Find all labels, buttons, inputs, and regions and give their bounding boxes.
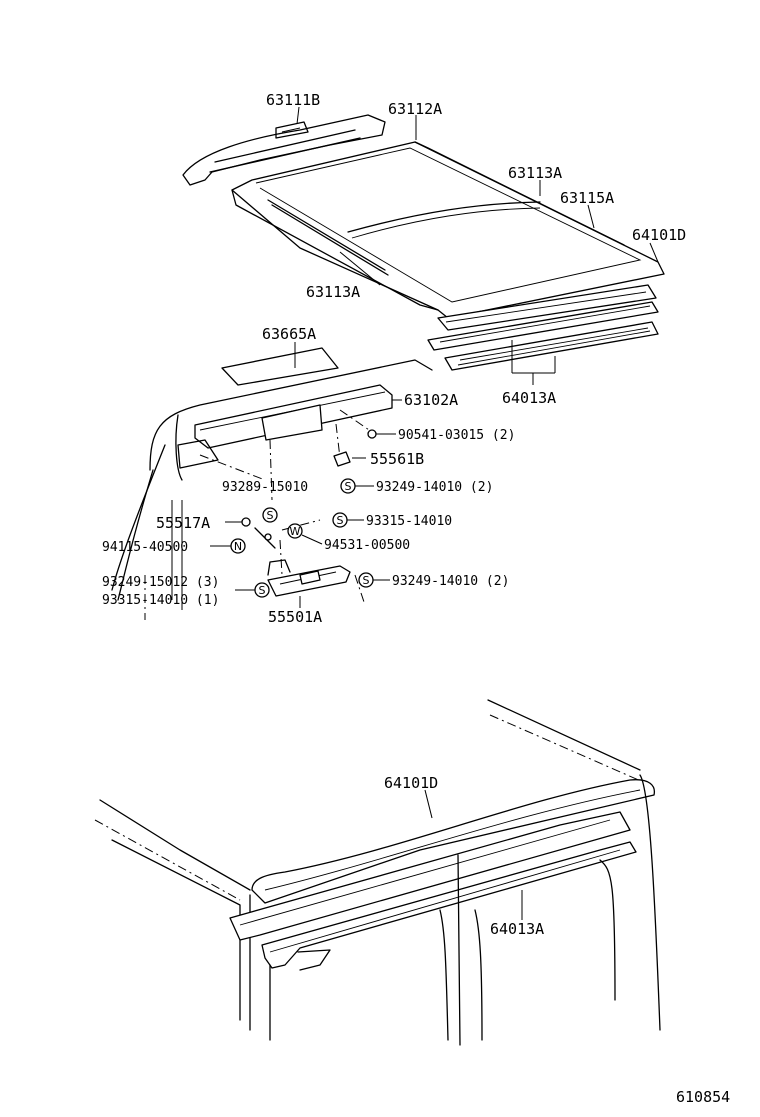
figure-number: 610854 — [676, 1088, 730, 1106]
drip-rail-64013A — [229, 811, 637, 971]
s-symbol-5: S — [235, 582, 270, 598]
label-64013A-bottom: 64013A — [490, 920, 544, 938]
w-symbol: W — [287, 523, 323, 545]
label-90541-03015: 90541-03015 (2) — [398, 428, 515, 443]
leader-63111B — [296, 106, 300, 125]
label-93315-14010-a: 93315-14010 — [366, 514, 452, 529]
door-frame-lines — [269, 774, 661, 1046]
svg-text:S: S — [345, 480, 352, 493]
s-symbol-4: S — [358, 572, 390, 588]
label-93249-15012: 93249-15012 (3) — [102, 575, 219, 590]
lock-bracket-55501A — [267, 559, 351, 597]
label-63113A-top: 63113A — [508, 164, 562, 182]
leader-63115A — [587, 204, 595, 229]
sunshade-plate — [221, 347, 339, 386]
svg-text:S: S — [267, 509, 274, 522]
label-63115A: 63115A — [560, 189, 614, 207]
label-55517A: 55517A — [156, 514, 210, 532]
s-symbol-2: S — [262, 507, 278, 523]
svg-text:N: N — [234, 540, 242, 553]
s-symbol-1: S — [340, 478, 374, 494]
drip-molding-64101D — [251, 779, 656, 904]
svg-text:S: S — [363, 574, 370, 587]
leader-64101D-bottom — [424, 789, 433, 819]
label-93315-14010-b: 93315-14010 (1) — [102, 593, 219, 608]
svg-text:W: W — [290, 525, 301, 538]
label-94115-40500: 94115-40500 — [102, 540, 188, 555]
label-94531-00500: 94531-00500 — [324, 538, 410, 553]
rain-rail-upper — [427, 284, 659, 371]
n-symbol: N — [210, 538, 246, 554]
label-64013A-top: 64013A — [502, 389, 556, 407]
svg-text:S: S — [259, 584, 266, 597]
roof-panel — [231, 141, 665, 319]
label-64101D-top: 64101D — [632, 226, 686, 244]
label-64101D-bottom: 64101D — [384, 774, 438, 792]
label-55501A: 55501A — [268, 608, 322, 626]
label-55561B: 55561B — [370, 450, 424, 468]
s-symbol-3: S — [332, 512, 364, 528]
leader-64013A-top — [511, 340, 556, 385]
label-63113A-left: 63113A — [306, 283, 360, 301]
label-63111B: 63111B — [266, 91, 320, 109]
clip-55561B — [333, 451, 366, 467]
label-63665A: 63665A — [262, 325, 316, 343]
label-93249-14010-a: 93249-14010 (2) — [376, 480, 493, 495]
label-63112A: 63112A — [388, 100, 442, 118]
roof-visor-front — [182, 114, 386, 186]
label-93289-15010: 93289-15010 — [222, 480, 308, 495]
front-header-frame — [111, 359, 433, 601]
bolt-55517A — [225, 517, 276, 549]
svg-text:S: S — [337, 514, 344, 527]
label-93249-14010-b: 93249-14010 (2) — [392, 574, 509, 589]
screw-90541 — [367, 429, 396, 439]
leader-63113A-left — [339, 251, 381, 286]
label-63102A: 63102A — [404, 391, 458, 409]
leader-64101D-top — [649, 242, 659, 263]
